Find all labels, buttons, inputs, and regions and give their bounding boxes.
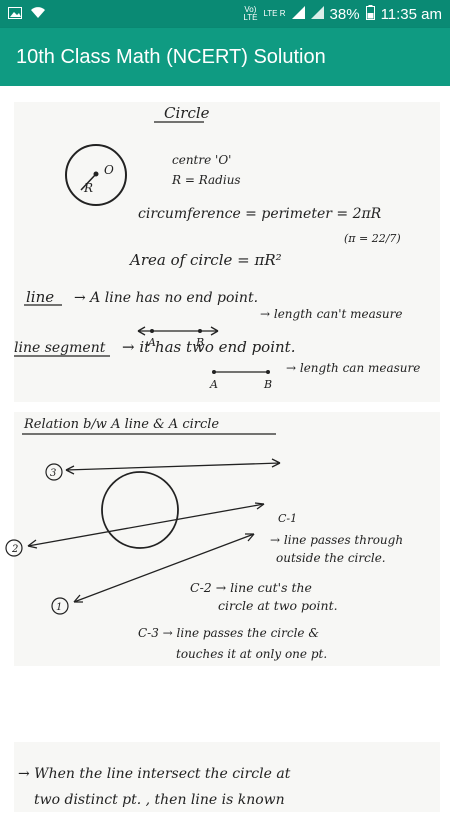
centre-definition: centre 'O' xyxy=(172,153,231,167)
relation-title: Relation b/w A line & A circle xyxy=(23,417,219,432)
app-bar: 10th Class Math (NCERT) Solution xyxy=(0,28,450,86)
line-label-2: 2 xyxy=(11,544,18,555)
intersect-line2: two distinct pt. , then line is known xyxy=(34,792,285,808)
app-title: 10th Class Math (NCERT) Solution xyxy=(16,45,326,68)
line-label-1: 1 xyxy=(56,602,62,613)
wifi-icon xyxy=(30,6,46,23)
line-figure: A B xyxy=(137,326,219,349)
segment-definition: → it has two end point. xyxy=(122,338,295,356)
note-image-relation: Relation b/w A line & A circle 3 2 1 xyxy=(5,412,440,666)
note-image-intersect: → When the line intersect the circle at … xyxy=(14,742,440,812)
battery-percent: 38% xyxy=(329,5,360,23)
case2-line2: circle at two point. xyxy=(218,598,338,613)
line-point-b: B xyxy=(195,336,204,349)
signal-icon-2 xyxy=(310,5,324,23)
content-scroll[interactable]: Circle O R centre 'O' R = Radius circumf… xyxy=(0,86,450,812)
status-bar: Vo)LTE LTE R 38% 11:35 am xyxy=(0,0,450,28)
case1-line2: outside the circle. xyxy=(276,551,386,565)
line-subnote: → length can't measure xyxy=(260,307,402,321)
area-formula: Area of circle = πR² xyxy=(128,251,282,269)
line-label-3: 3 xyxy=(50,468,56,479)
case2-line1: C-2 → line cut's the xyxy=(190,580,312,595)
clock: 11:35 am xyxy=(380,5,442,23)
signal-icon xyxy=(291,5,305,23)
pi-value: (π = 22/7) xyxy=(344,232,401,245)
line-point-a: A xyxy=(147,336,156,349)
intersect-line1: → When the line intersect the circle at xyxy=(18,766,291,782)
line-definition: → A line has no end point. xyxy=(74,290,258,306)
circumference-formula: circumference = perimeter = 2πR xyxy=(138,206,382,222)
case3-line1: C-3 → line passes the circle & xyxy=(138,626,319,640)
case3-line2: touches it at only one pt. xyxy=(176,647,327,661)
circle-figure: O R xyxy=(65,144,127,206)
segment-figure: A B xyxy=(209,370,272,391)
radius-definition: R = Radius xyxy=(171,173,241,187)
battery-icon xyxy=(365,4,375,24)
volte-indicator: Vo)LTE xyxy=(243,5,258,22)
note-title-circle: Circle xyxy=(164,104,210,122)
segment-point-a: A xyxy=(209,378,218,391)
case1-title: C-1 xyxy=(278,512,297,525)
line-title: line xyxy=(26,288,54,306)
gallery-icon xyxy=(8,6,22,23)
relation-figure: 3 2 1 xyxy=(5,458,281,615)
segment-point-b: B xyxy=(263,378,272,391)
segment-subnote: → length can measure xyxy=(286,361,420,375)
note-image-circle: Circle O R centre 'O' R = Radius circumf… xyxy=(14,102,440,402)
segment-title: line segment xyxy=(14,340,106,356)
radius-label: R xyxy=(83,181,93,195)
center-label: O xyxy=(104,163,114,177)
case1-line1: → line passes through xyxy=(270,533,403,547)
lte-indicator: LTE R xyxy=(263,9,286,18)
